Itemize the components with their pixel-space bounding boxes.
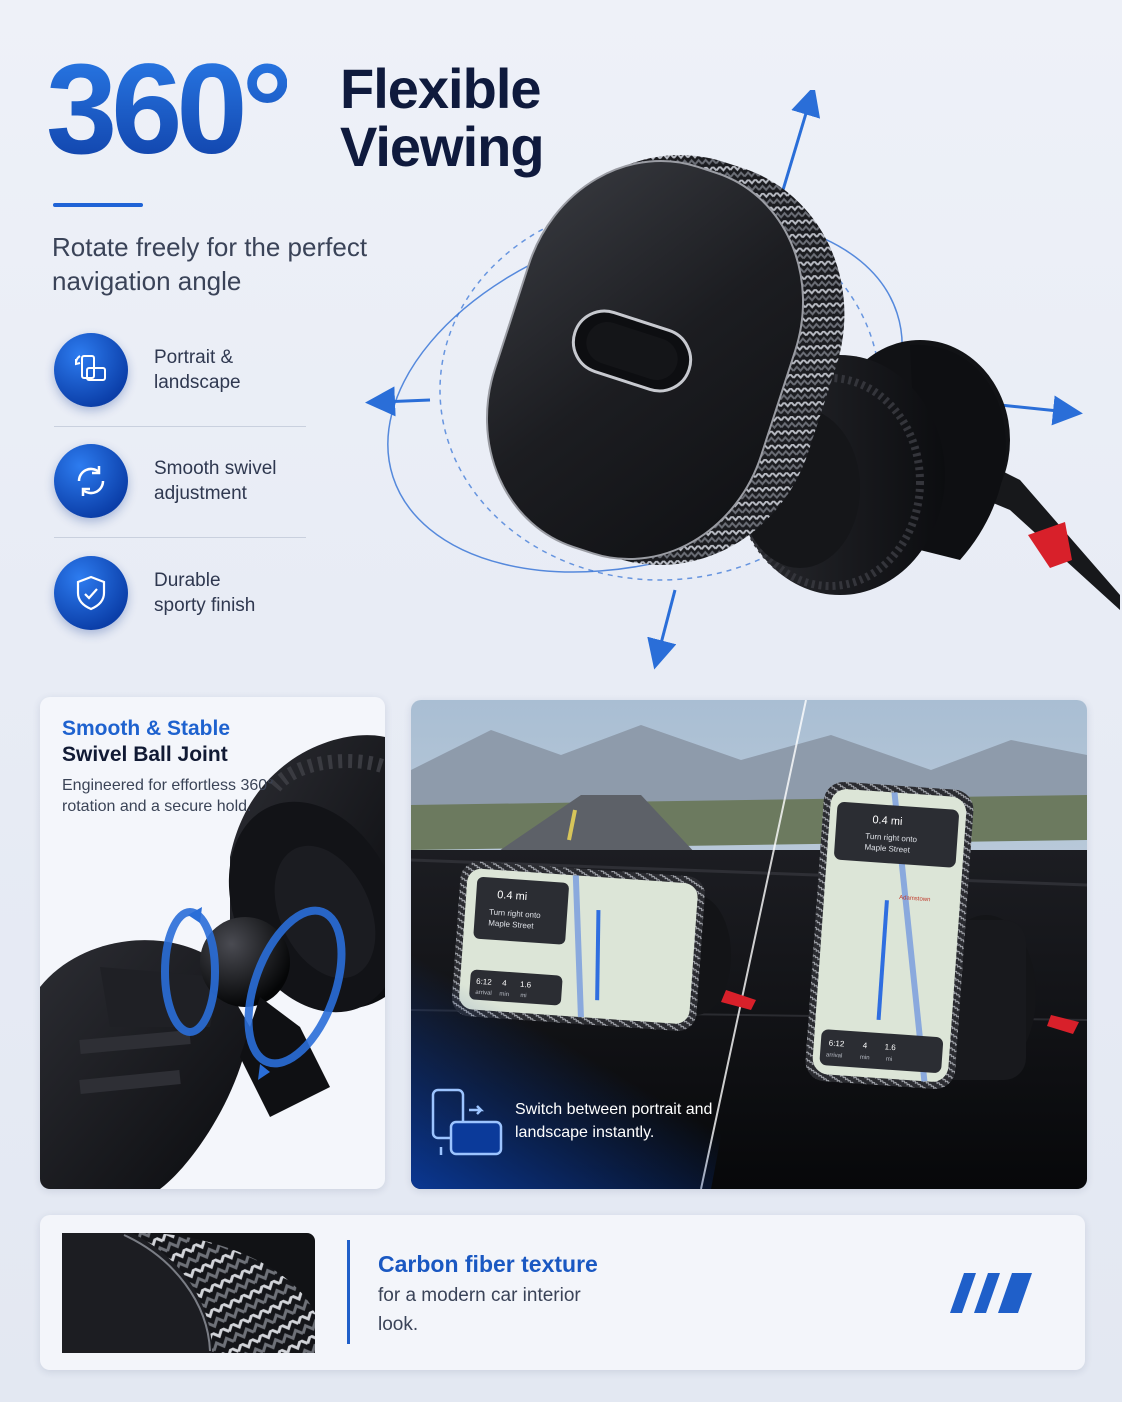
speed-stripes-icon	[950, 1273, 1032, 1313]
ball-joint-body: Engineered for effortless 360° rotation …	[62, 777, 274, 815]
headline-line-1: Flexible	[340, 57, 542, 120]
accent-rule	[53, 203, 143, 207]
feature-label: Durable sporty finish	[154, 570, 256, 616]
headline-title: Flexible Viewing	[340, 57, 545, 178]
headline-360: 360°	[46, 38, 293, 181]
eta-time-label-portrait: arrival	[826, 1052, 843, 1059]
carbon-panel: Carbon fiber texture for a modern car in…	[40, 1215, 1085, 1370]
orientation-caption: Switch between portrait and landscape in…	[515, 1101, 713, 1141]
hero-mount-illustration	[365, 90, 1120, 670]
eta-time-portrait: 6:12	[829, 1039, 846, 1049]
ball-joint-illustration	[40, 735, 385, 1189]
orientation-switch-icon	[431, 1088, 503, 1156]
eta-minutes-label-portrait: min	[860, 1055, 870, 1062]
ball-joint-panel: Smooth & Stable Swivel Ball Joint Engine…	[40, 697, 385, 1189]
phone-rotate-icon	[54, 333, 128, 407]
nav-instruction-portrait-2: Maple Street	[864, 843, 911, 855]
ball-joint-title-2: Swivel Ball Joint	[62, 743, 228, 766]
eta-miles-label-portrait: mi	[886, 1057, 893, 1063]
feature-label: Smooth swivel adjustment	[154, 458, 277, 504]
carbon-texture-image	[62, 1233, 315, 1353]
shield-check-icon	[54, 556, 128, 630]
feature-smooth-swivel: Smooth swivel adjustment	[54, 444, 306, 520]
swivel-arrows-icon	[54, 444, 128, 518]
headline-line-2: Viewing	[340, 115, 545, 178]
nav-distance-portrait: 0.4 mi	[872, 814, 903, 828]
feature-label: Portrait & landscape	[154, 347, 241, 393]
nav-instruction-2: Maple Street	[488, 918, 535, 930]
carbon-accent-line	[347, 1240, 350, 1344]
carbon-body: for a modern car interior look.	[378, 1285, 581, 1335]
nav-distance: 0.4 mi	[497, 889, 528, 903]
feature-durable-finish: Durable sporty finish	[54, 556, 306, 632]
feature-portrait-landscape: Portrait & landscape	[54, 333, 306, 409]
feature-divider	[54, 537, 306, 538]
carbon-title: Carbon fiber texture	[378, 1251, 598, 1277]
nav-instruction-1: Turn right onto	[489, 907, 542, 920]
hero-subtitle: Rotate freely for the perfect navigation…	[52, 232, 368, 296]
feature-divider	[54, 426, 306, 427]
eta-minutes-portrait: 4	[862, 1041, 868, 1050]
nav-instruction-portrait-1: Turn right onto	[865, 832, 918, 845]
orientation-panel: 0.4 mi Turn right onto Maple Street 6:12…	[411, 700, 1087, 1189]
car-dashboard-scene: 0.4 mi Turn right onto Maple Street 6:12…	[411, 700, 1087, 1189]
ball-joint-title-1: Smooth & Stable	[62, 717, 231, 740]
map-place-label: Adamstown	[899, 895, 931, 903]
eta-miles-portrait: 1.6	[884, 1042, 896, 1052]
